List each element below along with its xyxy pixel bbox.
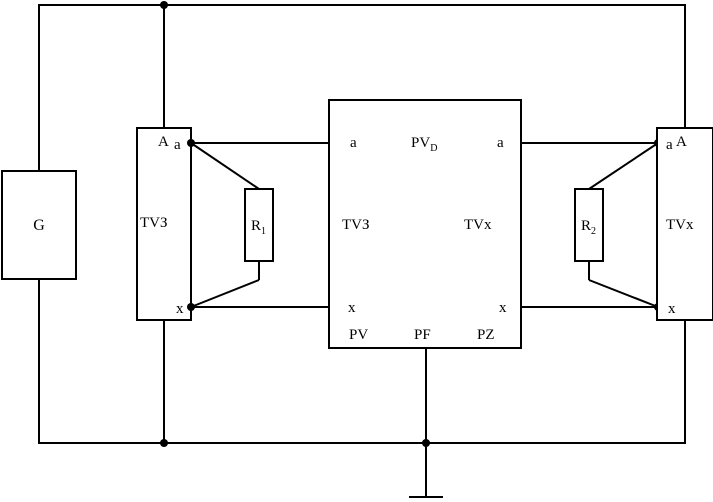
meter-title: PVD: [411, 135, 437, 154]
bottom-bus-wire: [38, 279, 686, 444]
meter-left-name: TVЗ: [342, 217, 370, 233]
left-tv-terminal-x: x: [176, 301, 184, 317]
meter-right-x: x: [499, 300, 507, 316]
left-transformer-box: [136, 127, 192, 321]
resistor-2-label: R2: [581, 218, 596, 237]
resistor-1-box: [244, 188, 274, 262]
generator-label: G: [33, 217, 45, 234]
resistor-1-label: R1: [251, 218, 266, 237]
right-tv-name: TVx: [666, 217, 694, 233]
right-tv-terminal-A: A: [676, 134, 687, 150]
right-tv-terminal-x: x: [668, 301, 676, 317]
meter-left-a: a: [350, 135, 357, 151]
left-tv-terminal-A: A: [158, 134, 169, 150]
left-tv-name: TVЗ: [140, 215, 168, 231]
bottom-mid-junction-dot: [422, 439, 430, 447]
resistor-2-box: [574, 188, 604, 262]
top-junction-dot: [160, 1, 168, 9]
top-bus-wire: [38, 4, 686, 171]
r1-top-lead: [190, 142, 260, 190]
meter-right-name: TVx: [464, 217, 492, 233]
meter-left-x: x: [348, 300, 356, 316]
meter-bottom-mid: PF: [414, 327, 431, 343]
right-transformer-box: [656, 127, 713, 321]
r1-bottom-lead: [190, 279, 260, 308]
meter-bottom-right: PZ: [477, 327, 495, 343]
meter-bottom-left: PV: [349, 327, 368, 343]
meter-right-a: a: [497, 135, 504, 151]
r2-top-lead: [588, 142, 659, 190]
meter-box: [328, 99, 522, 349]
left-tv-terminal-a: a: [174, 137, 181, 153]
r2-bottom-lead: [588, 279, 659, 308]
bottom-left-junction-dot: [160, 439, 168, 447]
right-tv-terminal-a: a: [666, 137, 673, 153]
generator-box: [1, 170, 77, 280]
